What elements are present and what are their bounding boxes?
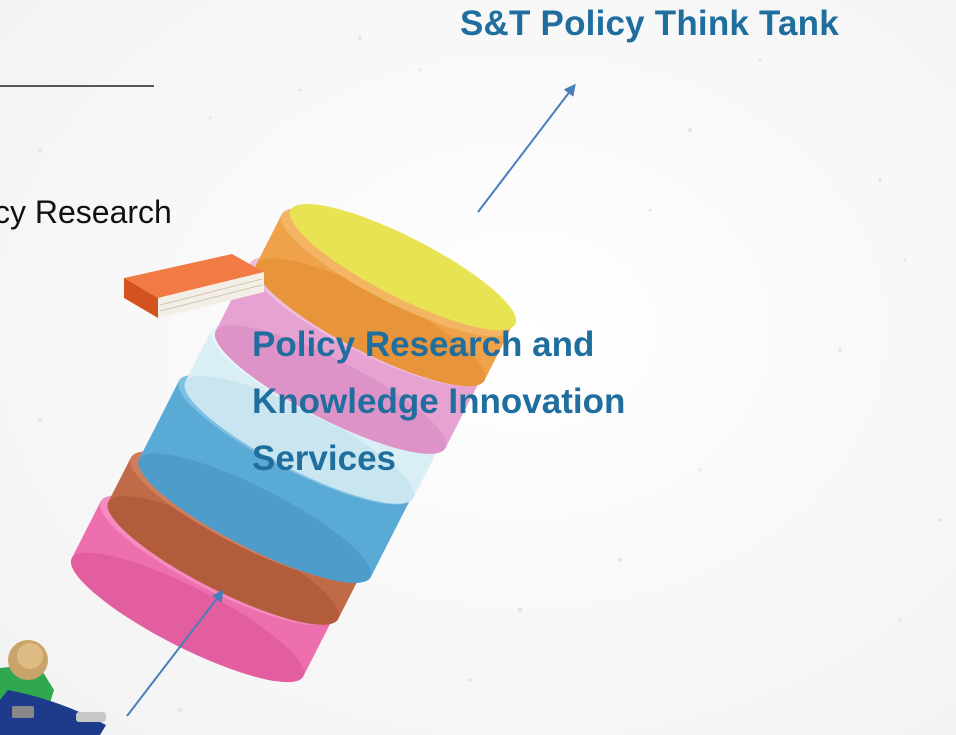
arrow-from-person [126,589,224,717]
layer-yellow-top [289,203,517,331]
left-partial-label: cy Research [0,194,172,230]
policy-research-line-3: Services [252,439,397,478]
background-speckles [38,36,942,712]
layer-stack [70,203,517,683]
policy-research-line-2: Knowledge Innovation [252,382,626,421]
policy-research-line-1: Policy Research and [252,325,595,364]
policy-research-label: Policy Research and Knowledge Innovation… [252,316,625,487]
book-icon [124,254,264,318]
arrow-to-think-tank [477,83,576,213]
think-tank-label: S&T Policy Think Tank [460,4,839,43]
person-icon [0,640,106,735]
